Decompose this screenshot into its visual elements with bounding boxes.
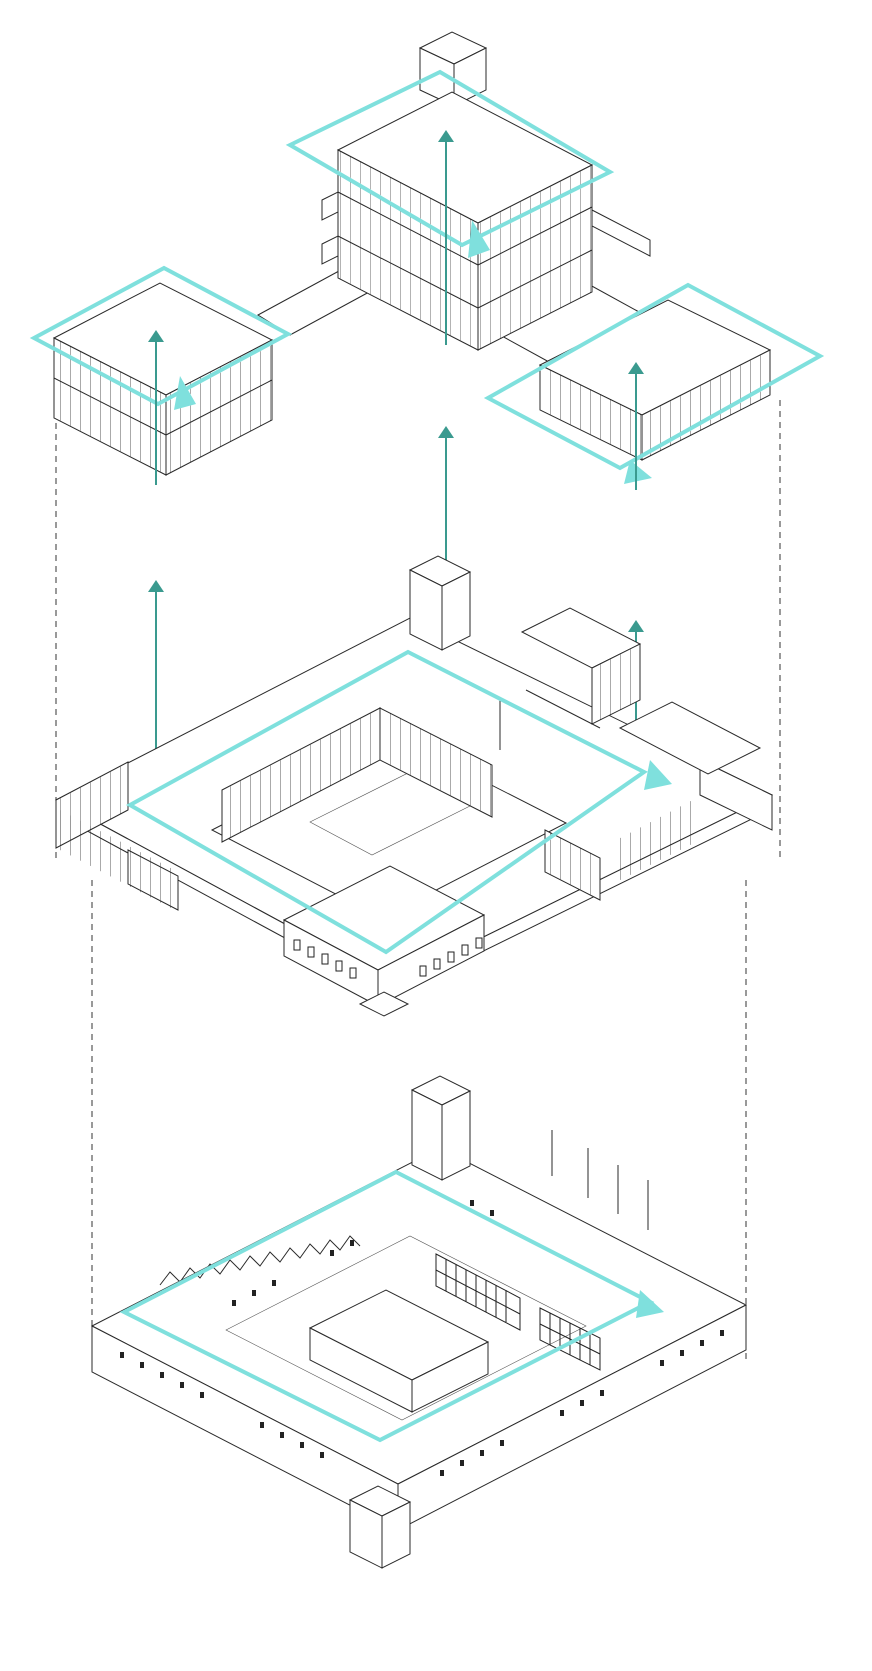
alignment-dashed-lines: [55, 390, 781, 1360]
roof-stair-box: [418, 31, 488, 107]
central-block: [321, 91, 651, 351]
upper-circulation-paths: [29, 69, 825, 484]
upper-level: [29, 31, 825, 484]
ground-windows: [120, 1200, 724, 1476]
columns: [551, 1130, 649, 1230]
entrance-windows: [293, 937, 483, 979]
lattice-screens: [435, 1253, 601, 1371]
roof-lights: [159, 1235, 361, 1286]
left-block: [52, 282, 274, 476]
middle-level: [54, 555, 774, 1017]
ground-level: [90, 1075, 748, 1569]
right-block: [538, 299, 772, 461]
